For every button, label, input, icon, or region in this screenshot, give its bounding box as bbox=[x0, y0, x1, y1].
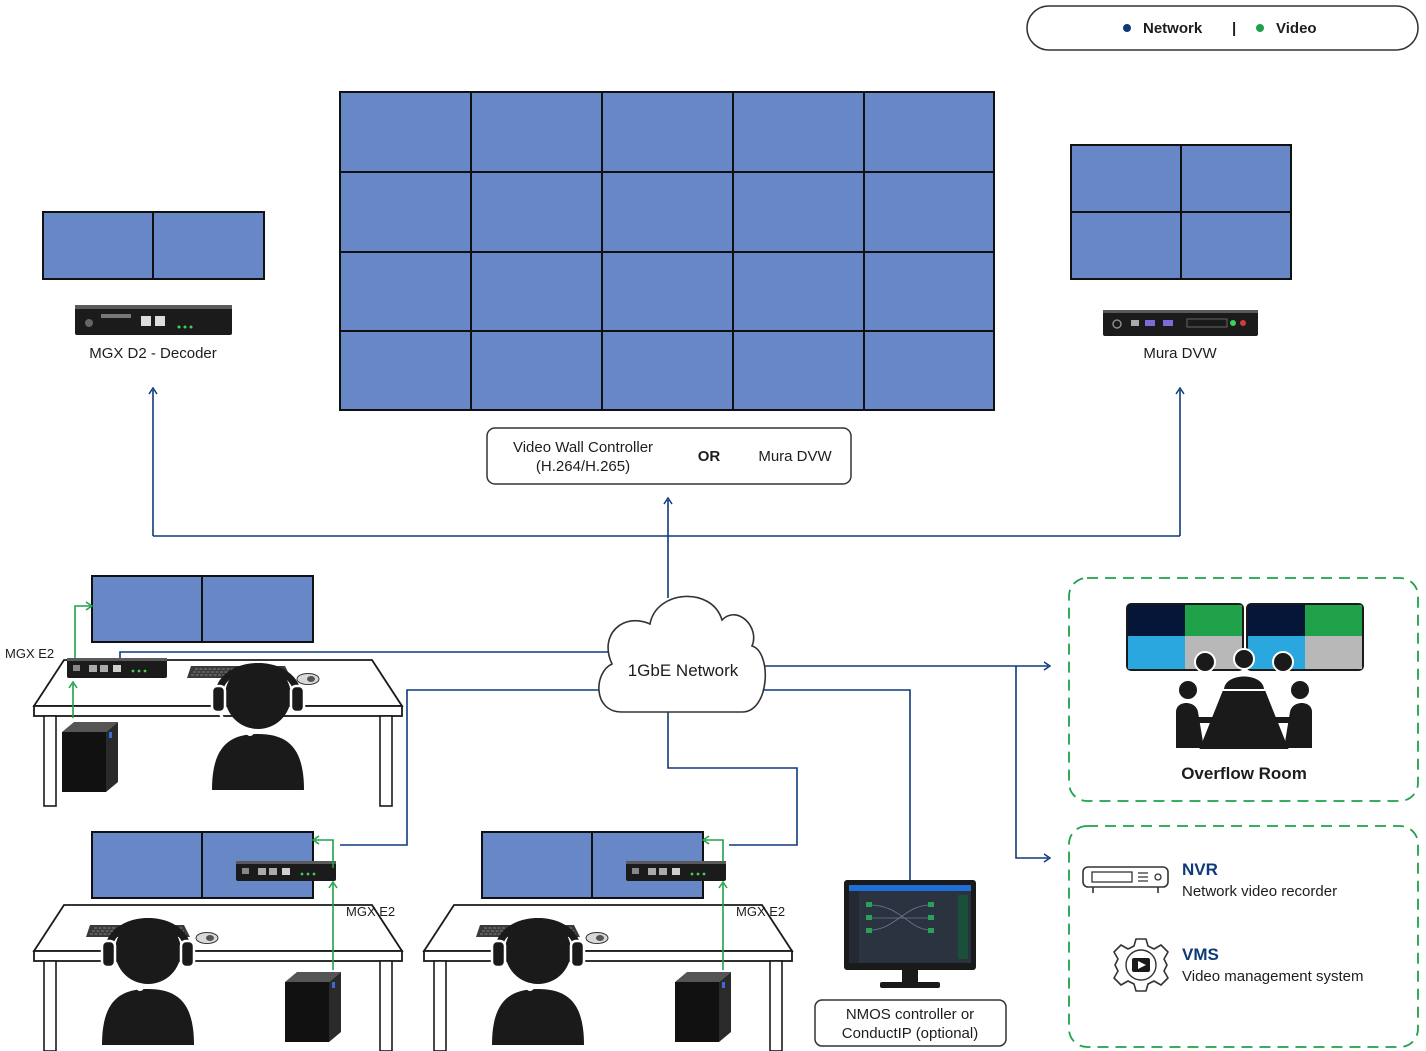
legend-video-label: Video bbox=[1276, 20, 1317, 37]
main-video-wall bbox=[339, 91, 995, 411]
controller-left-sub: (H.264/H.265) bbox=[536, 458, 630, 475]
encoder-top-label: MGX E2 bbox=[5, 646, 54, 661]
controller-left-label: Video Wall Controller bbox=[513, 439, 653, 456]
legend-video-dot bbox=[1256, 24, 1264, 32]
nvr-icon bbox=[1082, 866, 1169, 893]
encoder-bottom-right-label: MGX E2 bbox=[736, 904, 785, 919]
nvr-sub: Network video recorder bbox=[1182, 883, 1337, 900]
decoder-display bbox=[42, 211, 265, 280]
legend-network-dot bbox=[1123, 24, 1131, 32]
mura-label: Mura DVW bbox=[1143, 345, 1217, 362]
mura-dvw-device bbox=[1103, 310, 1258, 336]
nmos-monitor bbox=[844, 880, 976, 988]
network-cloud bbox=[598, 595, 767, 713]
vms-gear-play-icon bbox=[1113, 938, 1169, 992]
nmos-line2: ConductIP (optional) bbox=[842, 1025, 978, 1042]
vms-sub: Video management system bbox=[1182, 968, 1364, 985]
network-label: 1GbE Network bbox=[628, 661, 739, 680]
controller-box bbox=[486, 427, 852, 485]
nmos-box bbox=[814, 999, 1007, 1047]
nvr-vms-box bbox=[1068, 825, 1419, 1048]
meeting-room-icon bbox=[1126, 603, 1364, 751]
workstation-bottom-left bbox=[33, 831, 403, 1051]
mgx-d2-decoder-device bbox=[75, 305, 232, 335]
legend-separator: | bbox=[1232, 20, 1236, 37]
decoder-label: MGX D2 - Decoder bbox=[89, 345, 217, 362]
workstation-bottom-right bbox=[423, 831, 793, 1051]
workstation-top bbox=[33, 575, 403, 807]
network-lines bbox=[119, 386, 1185, 880]
controller-right-label: Mura DVW bbox=[758, 448, 832, 465]
legend-network-label: Network bbox=[1143, 20, 1203, 37]
nmos-line1: NMOS controller or bbox=[846, 1006, 974, 1023]
overflow-label: Overflow Room bbox=[1181, 764, 1307, 783]
nvr-title: NVR bbox=[1182, 860, 1218, 879]
legend-box bbox=[1026, 5, 1419, 51]
vms-title: VMS bbox=[1182, 945, 1219, 964]
mura-display bbox=[1070, 144, 1292, 280]
controller-or: OR bbox=[698, 448, 721, 465]
overflow-room-box bbox=[1068, 577, 1419, 802]
encoder-bottom-left-label: MGX E2 bbox=[346, 904, 395, 919]
